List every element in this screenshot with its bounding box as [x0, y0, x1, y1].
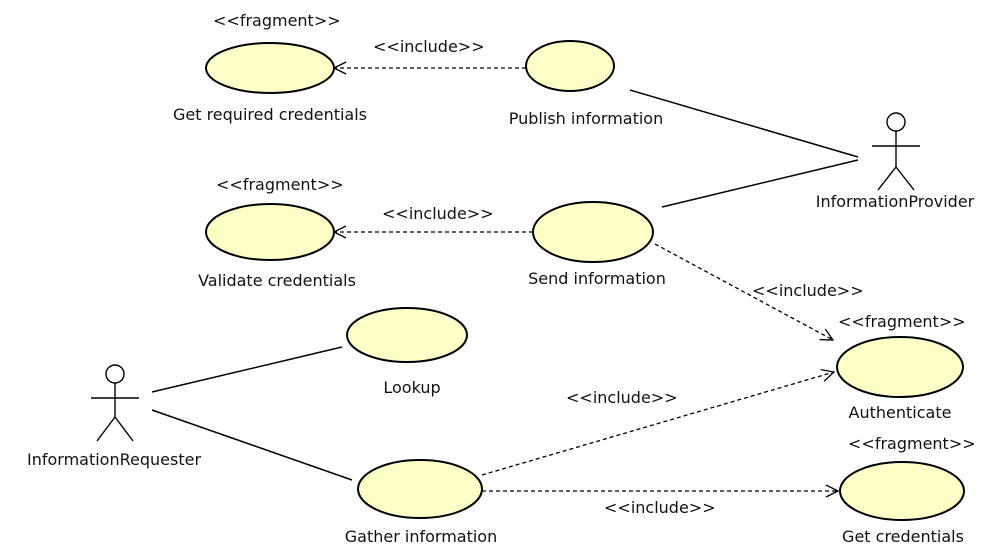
usecase-label-get-credentials: Get credentials — [842, 527, 964, 546]
usecase-label-authenticate: Authenticate — [848, 403, 952, 422]
stereotype-get-credentials: <<fragment>> — [848, 434, 976, 453]
usecase-get-credentials[interactable] — [839, 461, 965, 521]
include-label-gather-authenticate: <<include>> — [566, 388, 678, 407]
stereotype-get-required-credentials: <<fragment>> — [213, 11, 341, 30]
actor-information-requester-icon[interactable] — [91, 364, 139, 442]
actor-label-information-requester: InformationRequester — [26, 450, 202, 469]
usecase-gather-information[interactable] — [357, 459, 483, 519]
usecase-publish-information[interactable] — [525, 40, 615, 92]
stereotype-validate-credentials: <<fragment>> — [216, 175, 344, 194]
usecase-label-send-information: Send information — [528, 269, 666, 288]
usecase-label-validate-credentials: Validate credentials — [198, 271, 356, 290]
association-requester-gather-information — [151, 409, 353, 481]
include-label-gather-get-credentials: <<include>> — [604, 498, 716, 517]
include-label-send-validate: <<include>> — [382, 204, 494, 223]
usecase-authenticate[interactable] — [836, 336, 964, 398]
association-provider-publish-information — [629, 89, 859, 158]
stereotype-authenticate: <<fragment>> — [838, 312, 966, 331]
include-send-to-authenticate — [654, 243, 833, 340]
actor-label-information-provider: InformationProvider — [815, 192, 975, 211]
usecase-label-gather-information: Gather information — [344, 527, 498, 546]
include-gather-to-authenticate — [481, 372, 834, 476]
usecase-label-publish-information: Publish information — [508, 109, 664, 128]
usecase-validate-credentials[interactable] — [205, 203, 335, 261]
actor-information-provider-icon[interactable] — [872, 112, 920, 191]
usecase-send-information[interactable] — [532, 201, 654, 263]
usecase-get-required-credentials[interactable] — [205, 42, 335, 94]
usecase-lookup[interactable] — [346, 307, 468, 363]
association-provider-send-information — [661, 159, 859, 208]
include-label-publish: <<include>> — [373, 37, 485, 56]
include-label-send-authenticate: <<include>> — [752, 281, 864, 300]
usecase-label-get-required-credentials: Get required credentials — [172, 105, 368, 124]
usecase-label-lookup: Lookup — [383, 378, 441, 397]
association-requester-lookup — [151, 346, 343, 393]
